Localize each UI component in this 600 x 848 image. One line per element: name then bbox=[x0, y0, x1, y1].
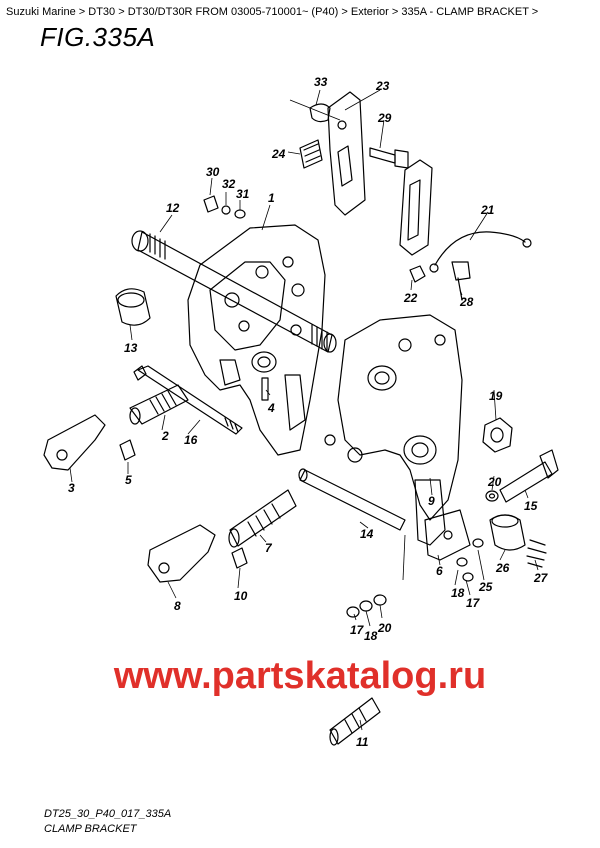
part-22-nut[interactable] bbox=[409, 265, 426, 283]
figure-title: FIG.335A bbox=[40, 22, 156, 52]
figure-code: DT25_30_P40_017_335A bbox=[44, 808, 172, 820]
callout-22[interactable]: 22 bbox=[403, 291, 418, 305]
callout-14[interactable]: 14 bbox=[360, 527, 374, 541]
callout-17-lower[interactable]: 17 bbox=[350, 623, 365, 637]
callout-18[interactable]: 18 bbox=[451, 586, 465, 600]
part-17-18-25-washers[interactable] bbox=[456, 538, 484, 582]
callout-8[interactable]: 8 bbox=[174, 599, 181, 613]
callout-21[interactable]: 21 bbox=[480, 203, 495, 217]
part-29-bolt[interactable] bbox=[369, 147, 409, 169]
callout-4[interactable]: 4 bbox=[267, 401, 275, 415]
breadcrumb-item-model[interactable]: DT30 bbox=[88, 6, 116, 18]
callout-16[interactable]: 16 bbox=[184, 433, 198, 447]
part-10-pin[interactable] bbox=[231, 547, 248, 569]
part-3-clamp-handle[interactable] bbox=[43, 414, 106, 471]
callout-33[interactable]: 33 bbox=[314, 75, 328, 89]
callout-13[interactable]: 13 bbox=[124, 341, 138, 355]
callout-1[interactable]: 1 bbox=[268, 191, 275, 205]
part-23-lock-plate[interactable] bbox=[327, 91, 366, 216]
callout-20[interactable]: 20 bbox=[487, 475, 502, 489]
part-24-clip[interactable] bbox=[299, 139, 323, 169]
callout-19[interactable]: 19 bbox=[489, 389, 503, 403]
part-2-threaded-stud[interactable] bbox=[129, 384, 189, 425]
part-31-washer[interactable] bbox=[234, 209, 246, 219]
part-33-ring[interactable] bbox=[309, 103, 331, 123]
part-26-knob[interactable] bbox=[489, 514, 526, 551]
breadcrumb-item-variant[interactable]: DT30/DT30R FROM 03005-710001~ (P40) bbox=[127, 6, 339, 18]
callout-12[interactable]: 12 bbox=[166, 201, 180, 215]
callout-31[interactable]: 31 bbox=[236, 187, 250, 201]
part-20-washer[interactable] bbox=[485, 490, 499, 502]
callout-30[interactable]: 30 bbox=[206, 165, 220, 179]
callout-11[interactable]: 11 bbox=[356, 735, 369, 749]
callout-3[interactable]: 3 bbox=[68, 481, 75, 495]
part-15-bolt[interactable] bbox=[499, 449, 559, 503]
callout-17[interactable]: 17 bbox=[466, 596, 481, 610]
breadcrumb-item-current: 335A - CLAMP BRACKET bbox=[401, 6, 529, 18]
callout-7[interactable]: 7 bbox=[265, 541, 273, 555]
callout-26[interactable]: 26 bbox=[495, 561, 510, 575]
part-4-small-bolt[interactable] bbox=[261, 377, 269, 401]
callout-28[interactable]: 28 bbox=[459, 295, 474, 309]
figure-name: CLAMP BRACKET bbox=[44, 823, 137, 835]
part-8-clamp-handle[interactable] bbox=[147, 524, 216, 583]
part-30-nut[interactable] bbox=[203, 195, 219, 213]
watermark-link[interactable]: www.partskatalog.ru bbox=[113, 655, 487, 697]
callout-18-lower[interactable]: 18 bbox=[364, 629, 378, 643]
part-slotted-plate[interactable] bbox=[399, 159, 433, 256]
part-1-left-clamp-bracket[interactable] bbox=[187, 224, 326, 456]
breadcrumb-item-section[interactable]: Exterior bbox=[350, 6, 389, 18]
part-6-plate[interactable] bbox=[424, 509, 471, 561]
callout-23[interactable]: 23 bbox=[375, 79, 390, 93]
callout-27[interactable]: 27 bbox=[533, 571, 549, 585]
part-27-spring[interactable] bbox=[526, 539, 547, 568]
part-11-stud[interactable] bbox=[329, 697, 381, 746]
callout-10[interactable]: 10 bbox=[234, 589, 248, 603]
part-21-ground-wire[interactable] bbox=[429, 231, 532, 273]
callout-9[interactable]: 9 bbox=[428, 494, 435, 508]
callout-24[interactable]: 24 bbox=[271, 147, 286, 161]
part-32-washer[interactable] bbox=[221, 205, 231, 215]
breadcrumb: Suzuki Marine > DT30 > DT30/DT30R FROM 0… bbox=[6, 6, 539, 18]
callout-5[interactable]: 5 bbox=[125, 473, 132, 487]
part-19-nut[interactable] bbox=[482, 417, 513, 453]
callout-25[interactable]: 25 bbox=[478, 580, 493, 594]
part-7-threaded-stud[interactable] bbox=[228, 489, 297, 548]
breadcrumb-item-brand[interactable]: Suzuki Marine bbox=[6, 6, 76, 18]
part-28-bolt[interactable] bbox=[451, 261, 471, 301]
part-16-long-bolt[interactable] bbox=[133, 365, 243, 435]
callout-20-lower[interactable]: 20 bbox=[377, 621, 392, 635]
callout-2[interactable]: 2 bbox=[161, 429, 169, 443]
callout-29[interactable]: 29 bbox=[377, 111, 392, 125]
part-13-bushing[interactable] bbox=[115, 288, 151, 326]
part-9-right-clamp-bracket[interactable] bbox=[324, 314, 463, 546]
callout-32[interactable]: 32 bbox=[222, 177, 236, 191]
part-12-tilt-tube[interactable] bbox=[131, 230, 337, 353]
callout-15[interactable]: 15 bbox=[524, 499, 538, 513]
callout-6[interactable]: 6 bbox=[436, 564, 443, 578]
part-5-pin[interactable] bbox=[119, 439, 136, 461]
part-14-rod[interactable] bbox=[298, 468, 406, 531]
